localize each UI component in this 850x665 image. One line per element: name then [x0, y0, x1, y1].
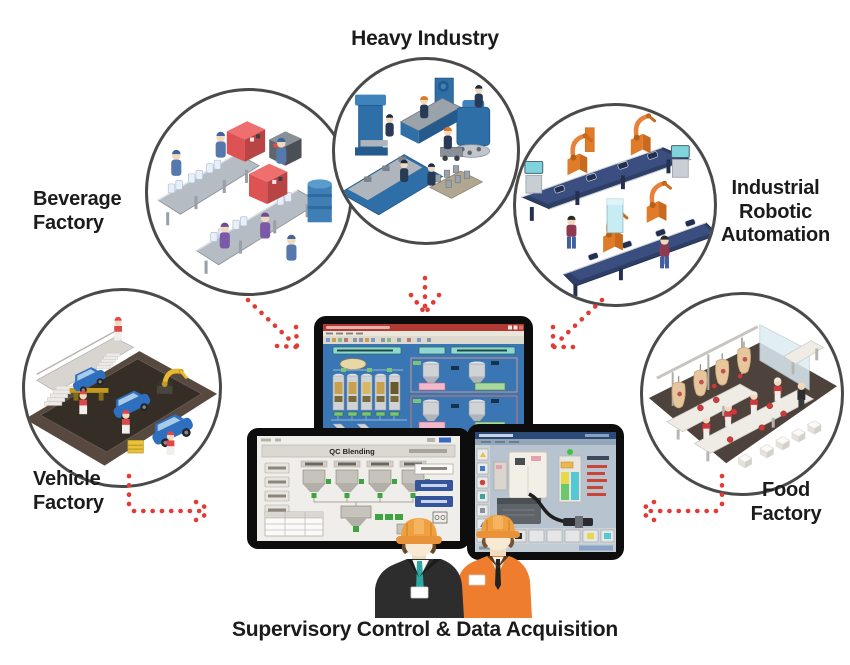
food-factory-node — [640, 292, 844, 496]
label-industrial-robotic-automation: Industrial Robotic Automation — [703, 177, 848, 248]
conveyor-belt-upper — [520, 147, 692, 221]
mixer-vessel — [340, 505, 372, 532]
blend-hoppers — [300, 460, 430, 506]
beverage-factory-illustration — [157, 121, 332, 274]
supervisor-icon — [797, 382, 806, 409]
machine-control-hmi-screen — [475, 432, 616, 552]
toolbox-icon — [127, 440, 144, 454]
label-line: Factory — [750, 502, 822, 525]
food-factory-illustration — [648, 324, 838, 469]
cart-icon — [440, 147, 463, 162]
arrow-vehicle-to-scada-icon — [126, 473, 215, 523]
conveyor-belt-lower — [562, 218, 714, 297]
label-line: Automation — [720, 224, 831, 247]
process-section-1 — [410, 357, 518, 393]
robotic-automation-illustration — [520, 106, 714, 297]
label-line: Robotic — [738, 200, 813, 223]
milling-machine-icon — [399, 77, 462, 144]
label-line: Supervisory Control & Data Acquisition — [231, 618, 618, 641]
arrow-heavy-to-scada-icon — [408, 275, 442, 316]
vehicle-factory-node — [22, 288, 222, 488]
operator-orange-jacket — [457, 515, 532, 618]
mixing-tank-icon — [307, 179, 332, 223]
conveyor-belt-upper — [157, 152, 260, 226]
arrow-food-to-scada-icon — [635, 473, 725, 523]
window-titlebar — [323, 324, 524, 331]
label-line: Industrial — [731, 177, 820, 199]
hmi-top-bar — [475, 432, 616, 445]
arrow-beverage-to-scada-icon — [245, 297, 300, 350]
label-food-factory: Food Factory — [730, 479, 842, 526]
meat-pieces — [697, 373, 787, 443]
label-line: Heavy Industry — [351, 27, 499, 50]
yellow-robot-arm-icon — [156, 368, 188, 394]
industrial-robotic-automation-node — [513, 103, 717, 307]
qc-blending-tablet: QC Blending — [247, 428, 470, 549]
hardhat-icon — [476, 515, 520, 538]
hmi-header-bars — [332, 346, 516, 355]
hmi-header: QC Blending — [261, 444, 456, 458]
press-machine-icon — [355, 94, 388, 156]
qc-blending-hmi-screen: QC Blending — [257, 436, 460, 541]
overhead-walkway — [35, 331, 135, 393]
label-line: Food — [761, 479, 811, 501]
heavy-industry-illustration — [339, 77, 491, 216]
process-overview-hmi-screen — [323, 324, 524, 441]
right-action-buttons — [414, 463, 454, 507]
parts-pallet-icon — [428, 165, 484, 199]
hmi-title: QC Blending — [329, 447, 375, 456]
beverage-factory-node — [145, 88, 353, 296]
label-vehicle-factory: Vehicle Factory — [33, 468, 104, 515]
id-badge — [410, 586, 429, 599]
label-line: Factory — [33, 211, 104, 234]
menu-toolbar — [323, 331, 524, 344]
operator-dark-suit — [375, 518, 464, 618]
label-heavy-industry: Heavy Industry — [300, 27, 550, 52]
recipe-table — [264, 511, 324, 537]
alarm-text-panel — [587, 456, 609, 496]
tablet-status-strip — [261, 437, 451, 443]
label-line: Vehicle — [33, 468, 101, 490]
label-line: Factory — [33, 491, 104, 514]
machine-diagram — [493, 449, 593, 528]
id-badge — [468, 574, 486, 586]
label-scada-caption: Supervisory Control & Data Acquisition — [0, 618, 850, 643]
incline-conveyor — [782, 340, 824, 375]
buffer-tank-icon — [333, 358, 403, 372]
heavy-industry-node — [332, 57, 520, 245]
arrow-robotic-to-scada-icon — [550, 297, 605, 350]
hardhat-icon — [396, 518, 442, 544]
cyan-cabinet-icon — [606, 198, 624, 234]
vehicle-factory-illustration — [25, 316, 218, 466]
label-beverage-factory: Beverage Factory — [33, 188, 122, 235]
scada-main-monitor — [314, 316, 533, 449]
operators-illustration — [375, 515, 532, 618]
label-line: Beverage — [33, 188, 122, 210]
car-lift-icon — [69, 388, 109, 401]
